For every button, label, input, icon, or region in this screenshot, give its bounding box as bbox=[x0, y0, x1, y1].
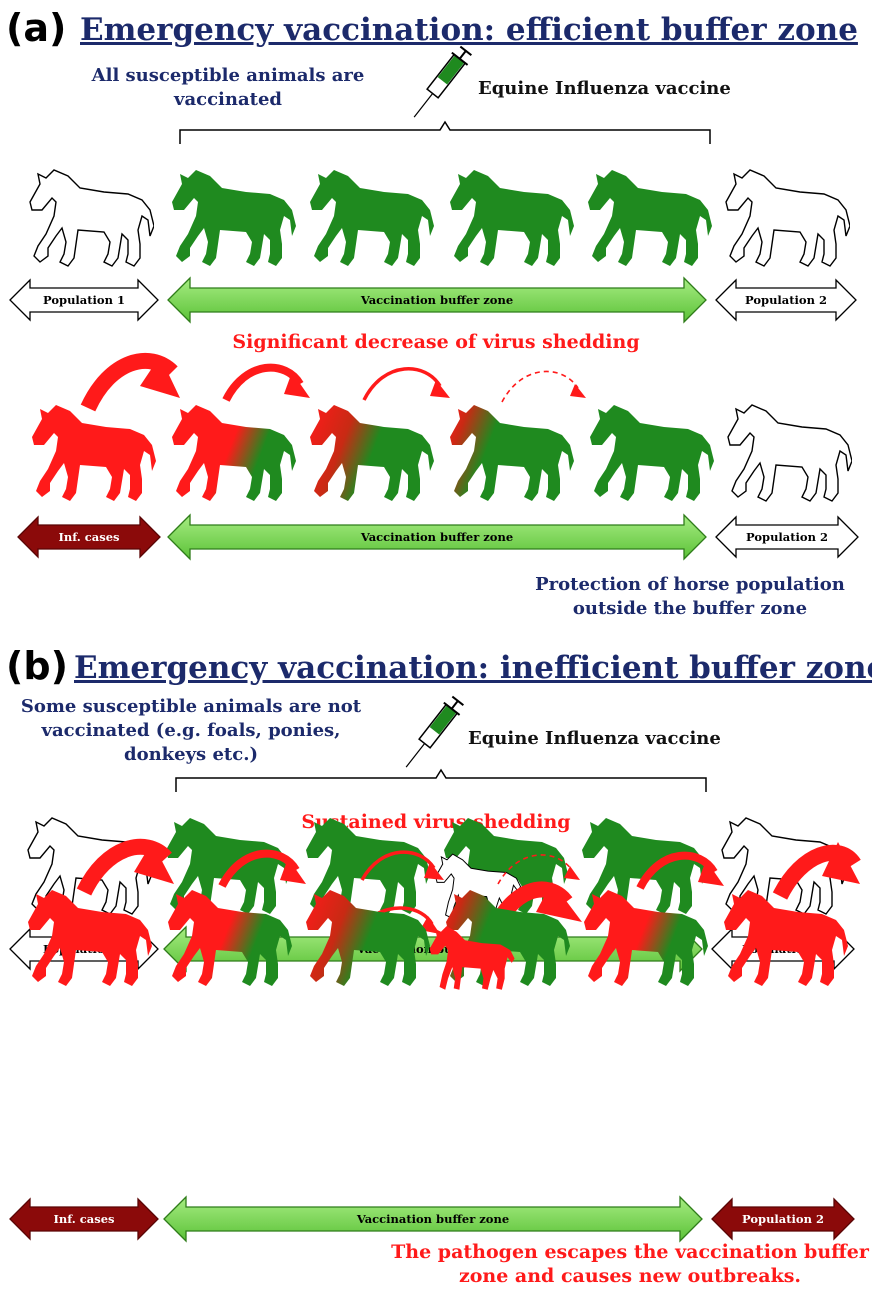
population-2-label: Population 2 bbox=[745, 293, 827, 307]
horse-population-2 bbox=[728, 405, 852, 501]
buffer-zone-arrow: Vaccination buffer zone bbox=[164, 1197, 702, 1241]
transmission-arrowhead bbox=[570, 384, 586, 398]
horse-vaccinated bbox=[172, 170, 296, 266]
infected-cases-arrow: Inf. cases bbox=[18, 517, 160, 557]
vaccination-bracket bbox=[180, 122, 710, 144]
horse-partially-infected bbox=[172, 405, 296, 501]
horse-vaccinated bbox=[310, 170, 434, 266]
population-1-label: Population 1 bbox=[43, 293, 125, 307]
population-2-arrow: Population 2 bbox=[716, 517, 858, 557]
syringe-icon bbox=[406, 45, 473, 124]
infected-cases-label: Inf. cases bbox=[53, 1212, 114, 1226]
horse-vaccinated bbox=[588, 170, 712, 266]
horse-vaccinated bbox=[450, 170, 574, 266]
population-2-label: Population 2 bbox=[746, 530, 828, 544]
horse-partially-infected bbox=[310, 405, 434, 501]
horse-infected bbox=[32, 405, 156, 501]
transmission-arrow-dashed bbox=[502, 371, 578, 402]
population-2-label: Population 2 bbox=[742, 1212, 824, 1226]
buffer-zone-label: Vaccination buffer zone bbox=[360, 530, 513, 544]
horse-partially-infected bbox=[450, 405, 574, 501]
buffer-zone-label: Vaccination buffer zone bbox=[360, 293, 513, 307]
population-2-arrow: Population 2 bbox=[716, 280, 856, 320]
population-1-arrow: Population 1 bbox=[10, 280, 158, 320]
transmission-arrow-weak bbox=[364, 369, 440, 400]
vaccination-bracket bbox=[176, 770, 706, 792]
horse-vaccinated bbox=[590, 405, 714, 501]
infected-cases-arrow: Inf. cases bbox=[10, 1199, 158, 1239]
horse-population-2 bbox=[726, 170, 850, 266]
transmission-arrowhead bbox=[430, 380, 450, 398]
buffer-zone-arrow: Vaccination buffer zone bbox=[168, 278, 706, 322]
horse-population-1 bbox=[30, 170, 154, 266]
syringe-icon bbox=[398, 695, 465, 774]
buffer-zone-arrow: Vaccination buffer zone bbox=[168, 515, 706, 559]
infected-cases-label: Inf. cases bbox=[58, 530, 119, 544]
population-2-infected-arrow: Population 2 bbox=[712, 1199, 854, 1239]
buffer-zone-label: Vaccination buffer zone bbox=[356, 1212, 509, 1226]
